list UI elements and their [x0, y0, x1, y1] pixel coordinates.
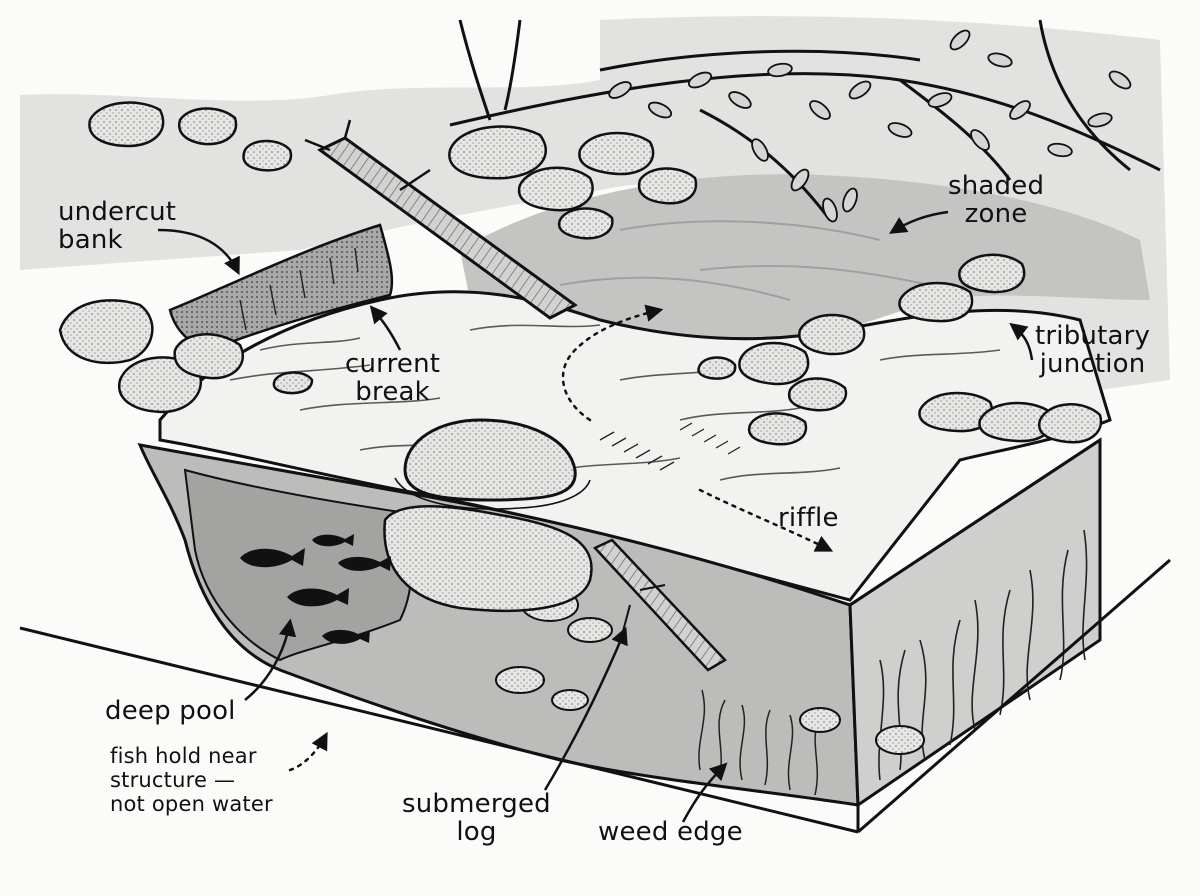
- label-fish-note-line2: structure —: [110, 768, 273, 792]
- label-deep-pool: deep pool: [105, 697, 236, 725]
- label-weed-edge: weed edge: [598, 818, 743, 846]
- label-shaded-zone-line2: zone: [948, 200, 1044, 228]
- label-submerged-log-line2: log: [402, 818, 551, 846]
- label-submerged-log-line1: submerged: [402, 790, 551, 818]
- label-fish-note-line3: not open water: [110, 792, 273, 816]
- label-submerged-log: submerged log: [402, 790, 551, 846]
- label-undercut-bank: undercut bank: [58, 198, 176, 254]
- label-shaded-zone: shaded zone: [948, 172, 1044, 228]
- label-tributary-junction: tributary junction: [1035, 322, 1150, 378]
- label-current-break-line1: current: [345, 350, 440, 378]
- label-undercut-bank-line2: bank: [58, 226, 176, 254]
- label-riffle: riffle: [778, 504, 839, 532]
- label-tributary-junction-line1: tributary: [1035, 322, 1150, 350]
- label-fish-note: fish hold near structure — not open wate…: [110, 744, 273, 816]
- label-current-break: current break: [345, 350, 440, 406]
- label-shaded-zone-line1: shaded: [948, 172, 1044, 200]
- label-tributary-junction-line2: junction: [1035, 350, 1150, 378]
- label-undercut-bank-line1: undercut: [58, 198, 176, 226]
- label-fish-note-line1: fish hold near: [110, 744, 273, 768]
- label-current-break-line2: break: [345, 378, 440, 406]
